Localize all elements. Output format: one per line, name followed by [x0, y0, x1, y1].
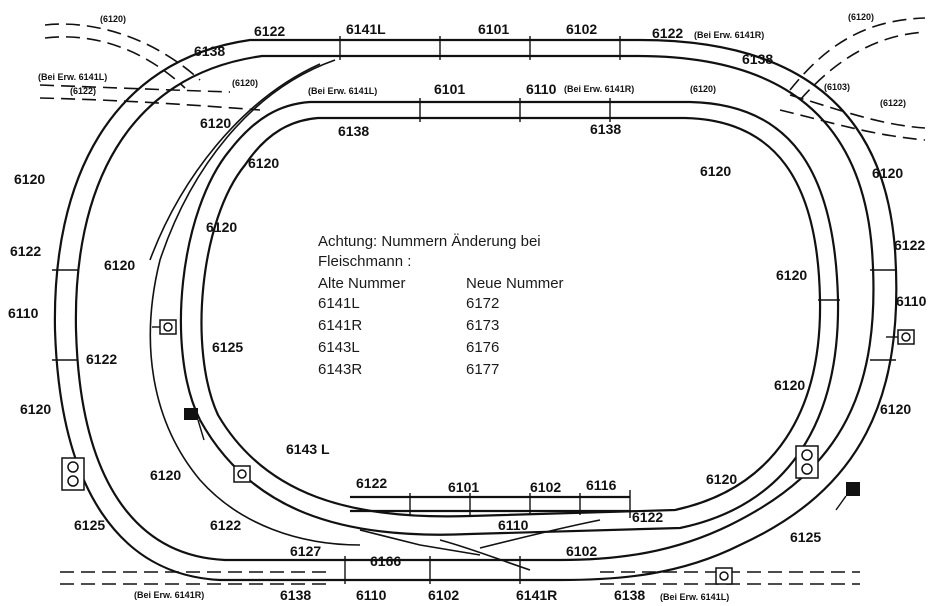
track-labels: (6120) (Bei Erw. 6141L) (6122) 6138 6122…: [8, 12, 927, 603]
label-6110-mid: 6110: [526, 81, 557, 97]
label-6127: 6127: [290, 543, 321, 559]
label-6122-top-right: 6122: [652, 25, 683, 41]
label-6110-siding: 6110: [498, 517, 529, 533]
label-6120-left-outer: 6120: [14, 171, 45, 187]
label-6110-bottom: 6110: [356, 587, 387, 603]
notice-brand: Fleischmann :: [318, 253, 411, 270]
rail-joints: [52, 36, 896, 584]
label-6120-tl: (6120): [100, 14, 126, 24]
label-6101-siding: 6101: [448, 479, 479, 495]
label-bei-6141r-bottom: (Bei Erw. 6141R): [134, 590, 204, 600]
label-6101-top: 6101: [478, 21, 509, 37]
label-bei-6141l-a: (Bei Erw. 6141L): [38, 72, 107, 82]
connection-tracks: [149, 59, 601, 571]
signal-left-upper: [152, 319, 177, 335]
label-6120-right-d: 6120: [706, 471, 737, 487]
label-6120-far-right-a: 6120: [872, 165, 903, 181]
label-bei-6141l-bottom: (Bei Erw. 6141L): [660, 592, 729, 602]
label-6125-bottom-left: 6125: [74, 517, 105, 533]
label-6120-inner-b: 6120: [248, 155, 279, 171]
notice-row-new: 6172: [466, 295, 499, 312]
flag-signal-left: [184, 408, 205, 441]
label-6120-left-mid: 6120: [104, 257, 135, 273]
label-6122-left-mid: 6122: [86, 351, 117, 367]
label-6120-far-right-b: 6120: [880, 401, 911, 417]
label-6141r-bottom: 6141R: [516, 587, 557, 603]
label-6120-bottom-left: 6120: [150, 467, 181, 483]
label-6138-bottom-left: 6138: [280, 587, 311, 603]
label-6120-right-c: 6120: [774, 377, 805, 393]
notice-row-old: 6141L: [318, 295, 360, 312]
notice-row-new: 6177: [466, 361, 499, 378]
label-6116: 6116: [586, 477, 617, 493]
label-6120-left-lower: 6120: [20, 401, 51, 417]
label-6122-left-outer: 6122: [10, 243, 41, 259]
label-6110-left-outer: 6110: [8, 305, 39, 321]
outer-loop-track: [53, 38, 898, 582]
label-6122-bottom-left: 6122: [210, 517, 241, 533]
notice-heading: Achtung: Nummern Änderung bei: [318, 233, 541, 250]
flag-signal-right: [835, 482, 860, 511]
label-6120-inner-c: 6120: [206, 219, 237, 235]
signal-right: [886, 329, 915, 345]
label-6122-siding: 6122: [356, 475, 387, 491]
label-6125-inner: 6125: [212, 339, 243, 355]
label-bei-6141l-mid: (Bei Erw. 6141L): [308, 86, 377, 96]
notice-row-new: 6176: [466, 339, 499, 356]
siding-track: [350, 490, 631, 518]
label-6138-top-left: 6138: [194, 43, 225, 59]
label-6122-top-left: 6122: [254, 23, 285, 39]
notice-row-old: 6143L: [318, 339, 360, 356]
label-6120-right-a: 6120: [700, 163, 731, 179]
label-6120-small-mid: (6120): [232, 78, 258, 88]
label-6120-inner-a: 6120: [200, 115, 231, 131]
notice-col-old: Alte Nummer: [318, 275, 406, 292]
inner-loop-track: [179, 100, 840, 536]
label-6122-siding-end: 6122: [632, 509, 663, 525]
label-6110-far-right: 6110: [896, 293, 927, 309]
label-6138-inner-right: 6138: [590, 121, 621, 137]
signal-right-lower: [795, 445, 819, 479]
label-6102-bottom: 6102: [428, 587, 459, 603]
notice-row-new: 6173: [466, 317, 499, 334]
notice-row-old: 6143R: [318, 361, 362, 378]
label-6138-bottom-right: 6138: [614, 587, 645, 603]
label-6102-lower: 6102: [566, 543, 597, 559]
label-6143l: 6143 L: [286, 441, 330, 457]
label-6102-top: 6102: [566, 21, 597, 37]
notice-row-old: 6141R: [318, 317, 362, 334]
label-6103-small: (6103): [824, 82, 850, 92]
label-bei-6141r-top: (Bei Erw. 6141R): [694, 30, 764, 40]
extension-dashed-tracks: [39, 17, 926, 585]
label-6120-right-b: 6120: [776, 267, 807, 283]
label-bei-6141r-mid: (Bei Erw. 6141R): [564, 84, 634, 94]
label-6122-far-right: 6122: [894, 237, 925, 253]
label-6101-mid: 6101: [434, 81, 465, 97]
signal-inner-bottom: [233, 465, 251, 483]
label-6138-inner-left: 6138: [338, 123, 369, 139]
label-6122-small-right: (6122): [880, 98, 906, 108]
label-6102-siding: 6102: [530, 479, 561, 495]
label-6122-small-left: (6122): [70, 86, 96, 96]
label-6166: 6166: [370, 553, 401, 569]
notice-col-new: Neue Nummer: [466, 275, 564, 292]
renumbering-notice: Achtung: Nummern Änderung bei Fleischman…: [318, 233, 564, 378]
signal-left-lower: [61, 457, 85, 491]
label-6141l-top: 6141L: [346, 21, 386, 37]
label-6125-bottom-right: 6125: [790, 529, 821, 545]
label-6120-tr: (6120): [848, 12, 874, 22]
label-6138-top-right: 6138: [742, 51, 773, 67]
label-6120-small-mid2: (6120): [690, 84, 716, 94]
signal-bottom-right: [715, 567, 733, 585]
